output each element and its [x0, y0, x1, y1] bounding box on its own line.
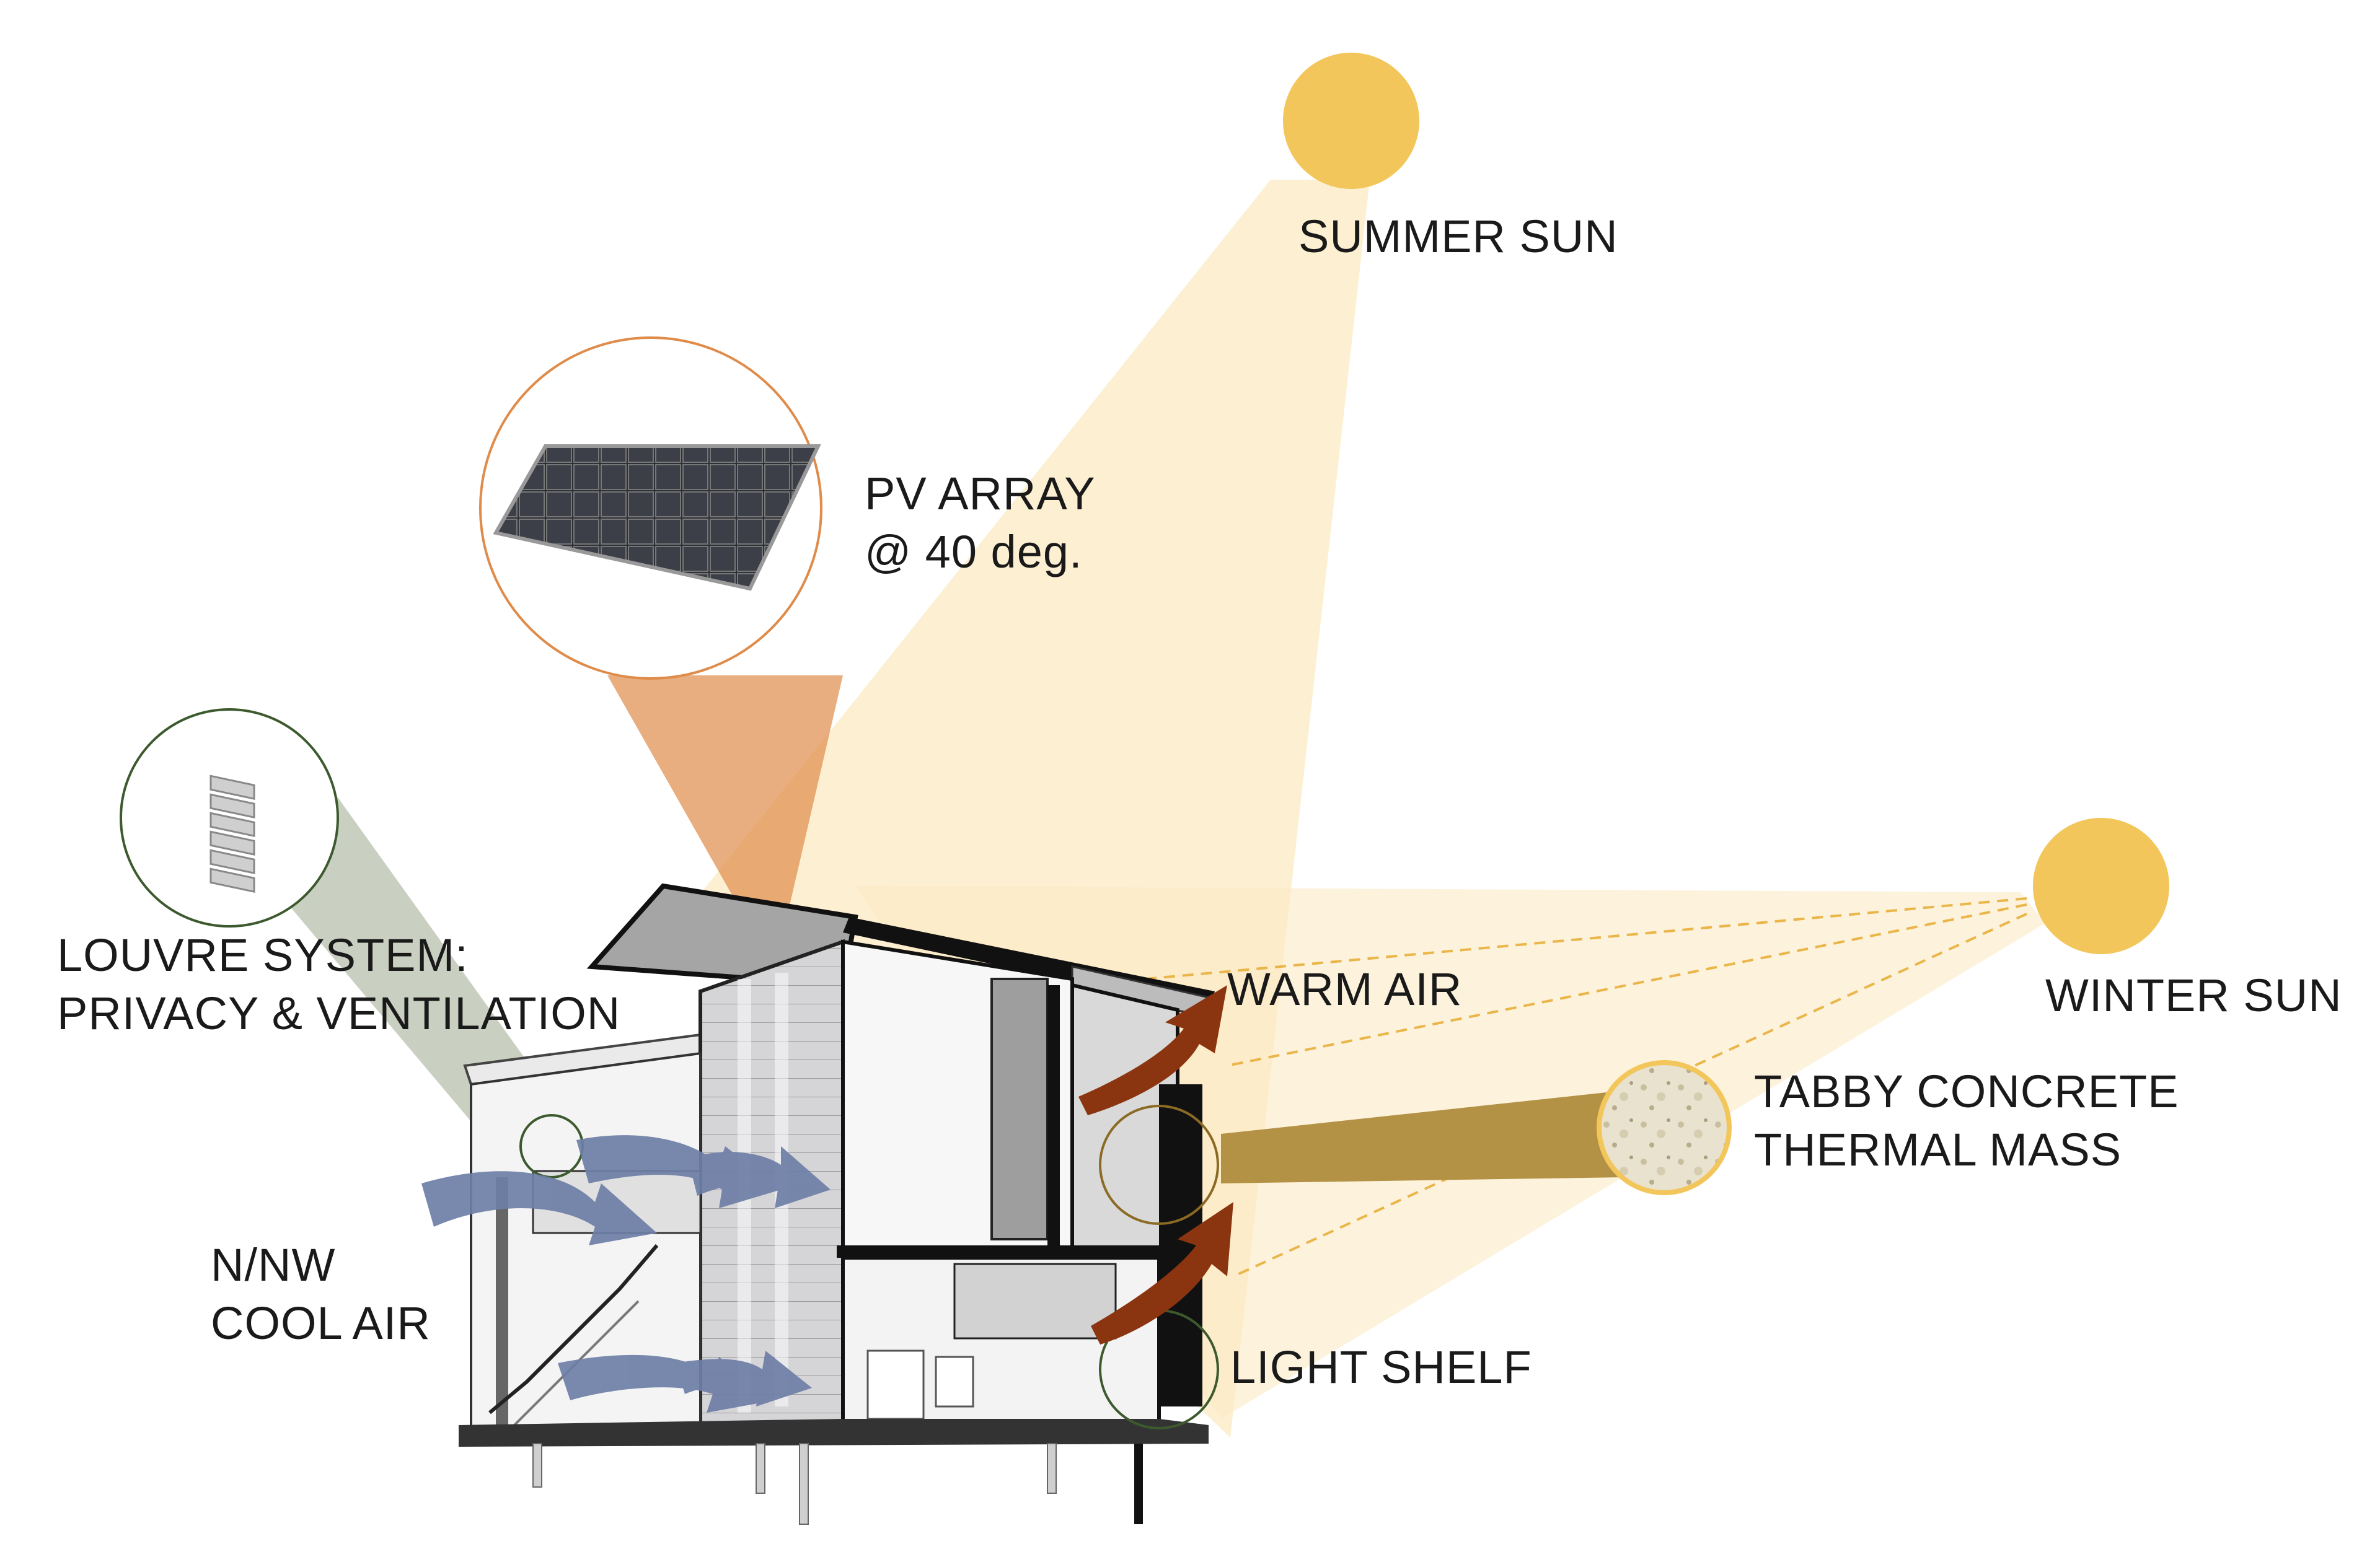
- solar-panel-icon: [493, 444, 821, 591]
- summer-sun-label: SUMMER SUN: [1298, 211, 1618, 262]
- pv-array-label: PV ARRAY @ 40 deg.: [865, 468, 1096, 577]
- louvre-callout: [120, 708, 570, 1121]
- warm-air-label: WARM AIR: [1227, 963, 1463, 1015]
- cool-air-arrow-icon: [421, 1135, 831, 1413]
- tabby-concrete-callout: [1221, 1060, 1732, 1195]
- tabby-concrete-label: TABBY CONCRETE THERMAL MASS: [1754, 1066, 2179, 1175]
- thermal-mass-marker: [1099, 1105, 1219, 1225]
- winter-sun-label: WINTER SUN: [2045, 970, 2342, 1021]
- summer-sun-icon: [1283, 53, 1419, 189]
- cool-air-label: N/NW COOL AIR: [211, 1239, 431, 1349]
- light-shelf-label: LIGHT SHELF: [1230, 1341, 1532, 1393]
- louvre-system-label: LOUVRE SYSTEM: PRIVACY & VENTILATION: [57, 929, 621, 1039]
- building-section: [459, 883, 1215, 1525]
- louvre-icon: [209, 774, 255, 893]
- pv-callout: [479, 336, 843, 929]
- warm-air-arrow-icon: [1078, 985, 1233, 1345]
- winter-sun-icon: [2033, 818, 2169, 954]
